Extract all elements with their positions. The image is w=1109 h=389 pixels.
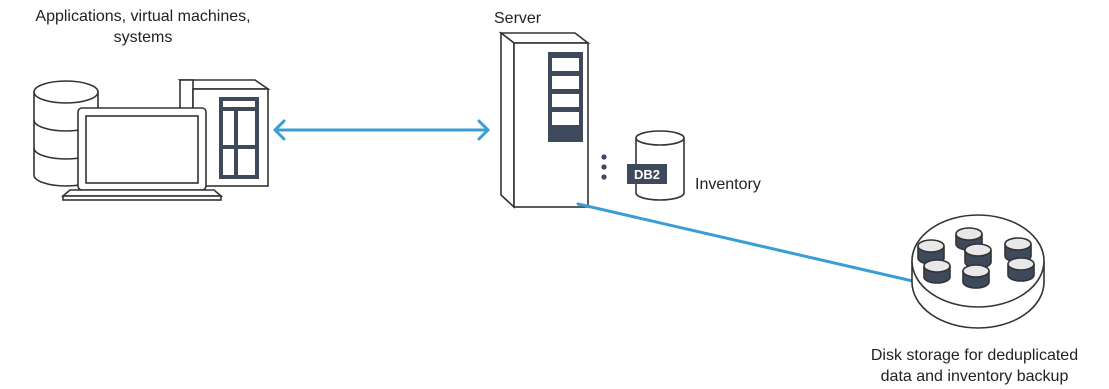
storage-connector — [576, 202, 919, 284]
applications-label-line1: Applications, virtual machines, — [35, 8, 251, 25]
disk-storage-label-line2: data and inventory backup — [880, 368, 1069, 385]
server-tower-icon — [498, 31, 607, 209]
applications-label-line2: systems — [113, 29, 173, 46]
laptop-icon — [60, 107, 224, 201]
server-label: Server — [494, 10, 542, 27]
applications-label: Applications, virtual machines, systems — [0, 6, 286, 48]
disk-storage-icon — [911, 214, 1045, 329]
db2-badge-text: DB2 — [634, 167, 660, 182]
disk-storage-label: Disk storage for deduplicated data and i… — [840, 345, 1109, 387]
db2-badge — [627, 164, 667, 184]
inventory-label: Inventory — [695, 176, 761, 193]
bidirectional-connector — [273, 119, 490, 141]
disk-storage-label-line1: Disk storage for deduplicated — [870, 347, 1079, 364]
